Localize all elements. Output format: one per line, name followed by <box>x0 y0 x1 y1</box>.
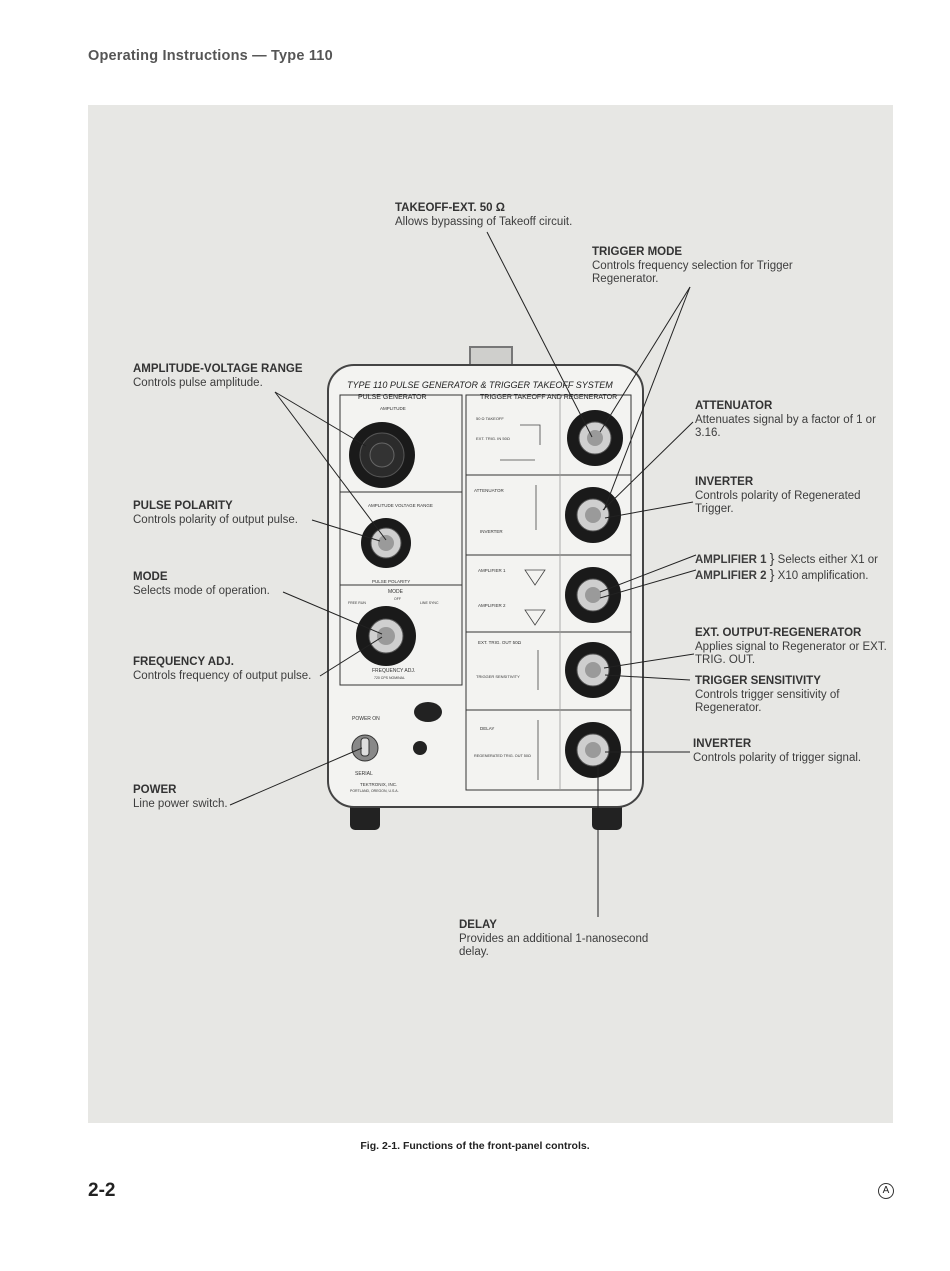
label-r-amp2: AMPLIFIER 2 <box>478 603 506 608</box>
section-pulse-generator: PULSE GENERATOR <box>358 394 427 401</box>
amplifier-knob <box>565 567 621 623</box>
amplifier-2-title: AMPLIFIER 2 <box>695 569 767 582</box>
page-number: 2-2 <box>88 1180 116 1201</box>
label-takeoff: 50 Ω TAKEOFF <box>476 416 504 421</box>
callout-mode: MODE Selects mode of operation. <box>133 571 270 597</box>
label-free-run: FREE RUN <box>348 601 366 605</box>
label-line-sync: LINE SYNC <box>420 601 439 605</box>
callout-pulse-polarity: PULSE POLARITY Controls polarity of outp… <box>133 500 298 526</box>
panel-left <box>339 394 463 686</box>
revision-mark: A <box>878 1183 894 1199</box>
label-mode: MODE <box>388 589 404 595</box>
label-r-inverter: INVERTER <box>480 529 503 534</box>
leader-lines <box>229 231 697 917</box>
ext-output-knob <box>565 642 621 698</box>
label-maker: TEKTRONIX, INC. <box>360 782 397 787</box>
callout-amplifier: AMPLIFIER 1 } Selects either X1 or AMPLI… <box>695 550 879 582</box>
handle <box>469 346 513 365</box>
label-voltage-range: AMPLITUDE VOLTAGE RANGE <box>368 503 433 508</box>
callout-trigger-sensitivity: TRIGGER SENSITIVITY Controls trigger sen… <box>695 675 840 714</box>
figure-caption: Fig. 2-1. Functions of the front-panel c… <box>360 1140 590 1152</box>
label-ext-trig-in: EXT. TRIG. IN 50Ω <box>476 436 510 441</box>
amplitude-knob <box>349 422 415 488</box>
power-switch <box>351 734 379 762</box>
label-r-delay: DELAY <box>480 726 494 731</box>
callout-attenuator: ATTENUATOR Attenuates signal by a factor… <box>695 400 876 439</box>
callout-ext-output: EXT. OUTPUT-REGENERATOR Applies signal t… <box>695 627 887 666</box>
pilot-lamp <box>413 741 427 755</box>
mode-frequency-knob <box>356 606 416 666</box>
callout-inverter-regenerated: INVERTER Controls polarity of Regenerate… <box>695 476 861 515</box>
label-r-amp1: AMPLIFIER 1 <box>478 568 506 573</box>
section-trigger: TRIGGER TAKEOFF AND REGENERATOR <box>480 394 617 401</box>
callout-frequency: FREQUENCY ADJ. Controls frequency of out… <box>133 656 312 682</box>
label-r-ext-trig-out: EXT. TRIG. OUT 50Ω <box>478 640 522 645</box>
callout-trigger-mode: TRIGGER MODE Controls frequency selectio… <box>592 246 793 285</box>
callout-amplitude: AMPLITUDE-VOLTAGE RANGE Controls pulse a… <box>133 363 303 389</box>
label-r-attenuator: ATTENUATOR <box>474 488 505 493</box>
callout-inverter-trigger: INVERTER Controls polarity of trigger si… <box>693 738 862 764</box>
label-r-trigger-sens: TRIGGER SENSITIVITY <box>476 674 520 679</box>
callout-takeoff: TAKEOFF-EXT. 50 Ω Allows bypassing of Ta… <box>395 202 573 228</box>
delay-knob <box>565 722 621 778</box>
takeoff-knob <box>567 410 623 466</box>
pulse-polarity-knob <box>361 518 411 568</box>
attenuator-inverter-knob <box>565 487 621 543</box>
label-mode-off: OFF <box>394 597 401 601</box>
label-frequency-adj: FREQUENCY ADJ. <box>372 668 415 674</box>
tektronix-logo <box>414 702 442 722</box>
callout-delay: DELAY Provides an additional 1-nanosecon… <box>459 919 649 958</box>
callout-power: POWER Line power switch. <box>133 784 228 810</box>
instrument-title: TYPE 110 PULSE GENERATOR & TRIGGER TAKEO… <box>347 380 613 390</box>
label-maker-city: PORTLAND, OREGON, U.S.A. <box>350 789 399 793</box>
page-header: Operating Instructions — Type 110 <box>88 48 333 64</box>
label-freq-nominal: 720 CPS NOMINAL <box>374 676 405 680</box>
label-amplitude: AMPLITUDE <box>380 406 406 411</box>
label-r-regen-out: REGENERATED TRIG. OUT 50Ω <box>474 754 531 758</box>
label-power-on: POWER ON <box>352 716 380 722</box>
panel-right <box>465 394 632 791</box>
amplifier-1-title: AMPLIFIER 1 <box>695 554 767 566</box>
label-pulse-polarity: PULSE POLARITY <box>372 579 410 584</box>
label-serial: SERIAL <box>355 771 373 777</box>
